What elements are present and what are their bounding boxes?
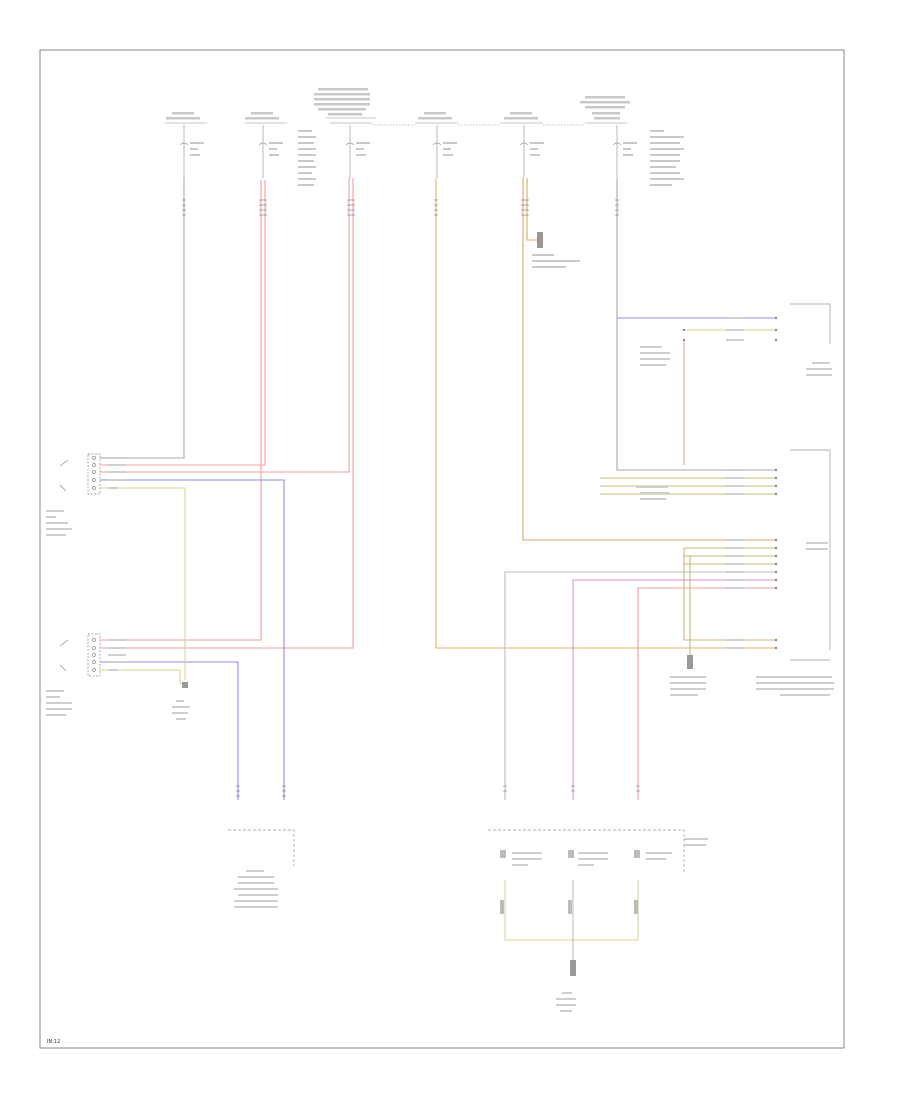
connector-pins (182, 199, 640, 797)
wire-tags (108, 317, 744, 671)
pins-bottom-right (503, 785, 640, 792)
fuse-1 (179, 125, 189, 178)
wire-black-2 (616, 178, 776, 471)
wire-orange-2 (522, 178, 776, 541)
wire-red-6 (637, 587, 776, 800)
sensor-bracket (790, 303, 831, 344)
fuse-3 (345, 125, 355, 178)
ground-icon (537, 232, 543, 248)
wire-red-1 (100, 180, 262, 641)
right-components (682, 303, 831, 661)
bottom-right-component (488, 829, 685, 914)
wire-black-1 (100, 178, 185, 459)
wire-pink-1 (572, 579, 776, 800)
fuse-5 (519, 125, 529, 178)
pins-fuse5 (521, 199, 529, 216)
wire-olive-v (683, 548, 776, 641)
pins-fuse4 (434, 199, 438, 216)
wire-red-4 (100, 178, 354, 649)
ground-icon (570, 960, 576, 976)
pins-fuse2 (259, 199, 267, 216)
wire-yellow-2 (100, 669, 186, 685)
fuse-2 (258, 125, 268, 178)
ground-icon (687, 655, 693, 669)
wire-orange-1 (435, 178, 776, 649)
component-labels (46, 346, 834, 1012)
diagram-border (39, 49, 845, 1049)
fuse-6 (612, 125, 622, 178)
wire-gray-3 (504, 571, 776, 800)
wires (100, 178, 776, 975)
module-bracket-1 (790, 449, 831, 650)
ground-symbols (182, 232, 693, 976)
illegible-labels (166, 88, 684, 268)
bottom-left-component (228, 829, 295, 866)
power-bus (165, 117, 627, 126)
wire-red-3 (100, 178, 350, 473)
wire-yellow-1 (100, 487, 186, 680)
fuses (179, 125, 622, 178)
pins-fuse3 (347, 199, 355, 216)
ground-icon (182, 682, 188, 688)
wire-blue-2 (100, 479, 285, 800)
wire-red-2 (100, 180, 266, 466)
footer-code: IN:12 (47, 1039, 60, 1045)
pins-fuse1 (182, 199, 186, 216)
pins-fuse6 (615, 199, 619, 216)
fuse-4 (432, 125, 442, 178)
pins-bottom-left (236, 785, 286, 797)
switch-lower-left (59, 633, 101, 677)
switch-upper-left (59, 453, 101, 495)
wire-blue-3 (100, 661, 239, 800)
